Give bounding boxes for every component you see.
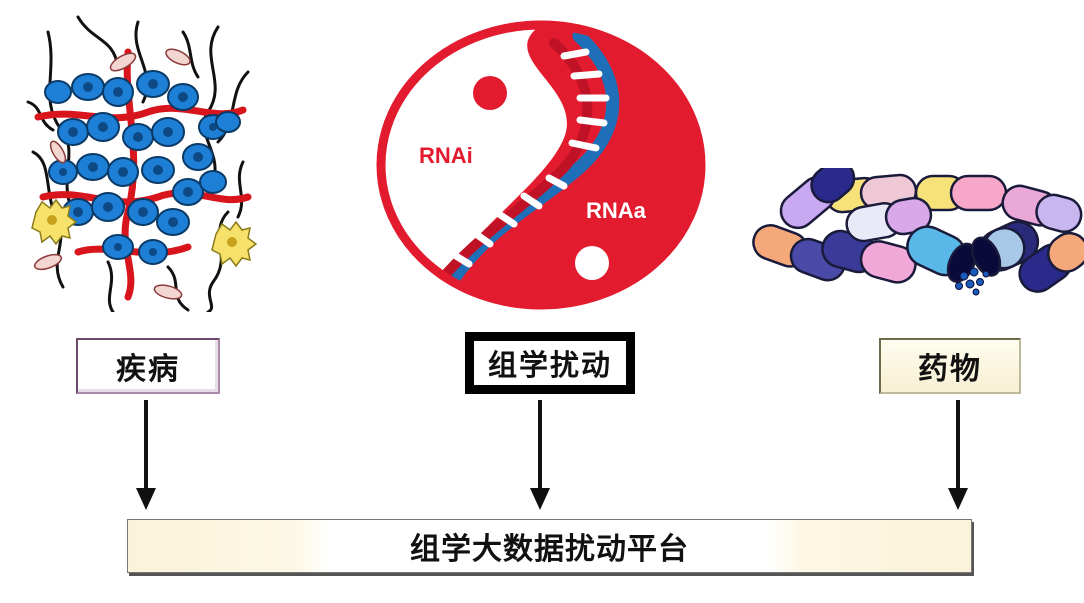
disease-node: 疾病 — [76, 338, 220, 394]
omics-perturbation-node: 组学扰动 — [465, 332, 635, 394]
arrow-drug-to-platform — [946, 400, 970, 512]
omics-perturbation-label: 组学扰动 — [488, 342, 612, 384]
arrow-perturbation-to-platform — [528, 400, 552, 512]
platform-label: 组学大数据扰动平台 — [410, 524, 689, 568]
rna-yin-yang-icon: RNAi RNAa — [374, 18, 708, 312]
capsules-icon — [746, 168, 1084, 308]
rnaa-label: RNAa — [586, 198, 647, 223]
drug-label: 药物 — [918, 344, 982, 388]
arrow-disease-to-platform — [134, 400, 158, 512]
omics-big-data-platform: 组学大数据扰动平台 — [127, 519, 972, 573]
tumor-cells-icon — [18, 12, 258, 312]
drug-node: 药物 — [879, 338, 1021, 394]
disease-label: 疾病 — [116, 344, 180, 388]
rnai-label: RNAi — [419, 143, 473, 168]
